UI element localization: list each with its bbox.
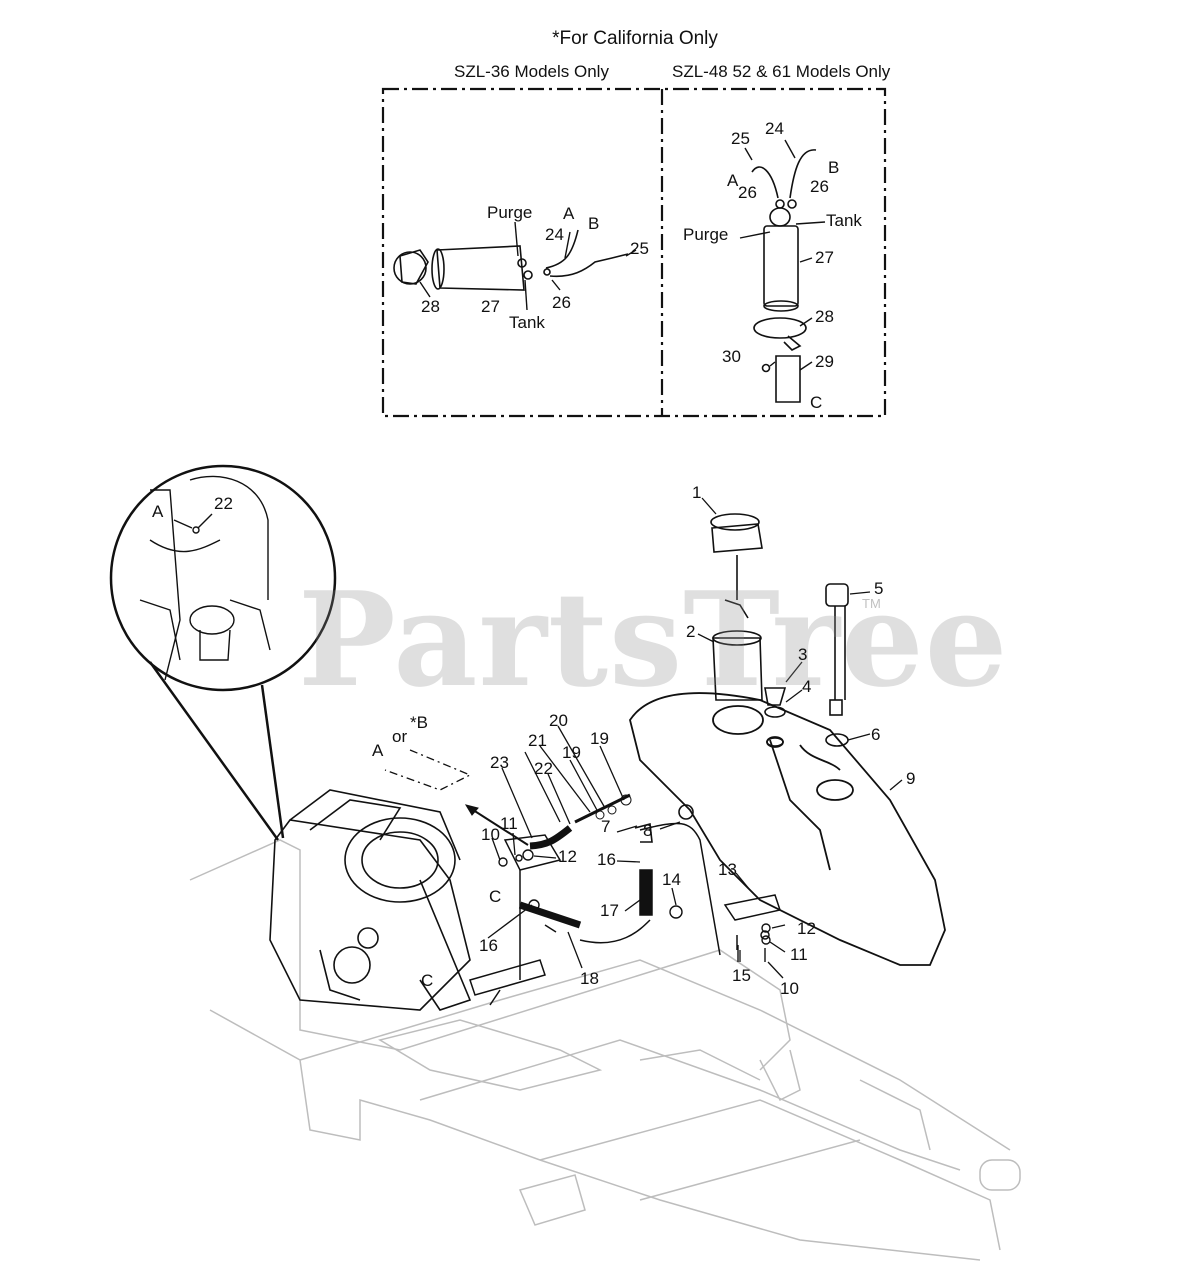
left-purge-label: Purge [487, 203, 533, 222]
connection-c-upper: C [489, 887, 502, 906]
left-tank-label: Tank [509, 313, 545, 332]
callout-11-right: 11 [790, 945, 808, 964]
callout-10-left: 10 [481, 825, 500, 844]
callout-18: 18 [580, 969, 599, 988]
callout-14: 14 [662, 870, 681, 889]
left-callout-25: 25 [630, 239, 649, 258]
mower-frame [189, 839, 1021, 1261]
right-callout-26-a: 26 [738, 183, 757, 202]
right-canister [751, 149, 817, 403]
callout-11-left: 11 [500, 814, 518, 833]
connection-or-label: or [392, 727, 408, 746]
right-callout-29: 29 [815, 352, 834, 371]
left-callout-27: 27 [481, 297, 500, 316]
left-callout-28: 28 [421, 297, 440, 316]
right-callout-27: 27 [815, 248, 834, 267]
callout-7: 7 [601, 817, 611, 836]
callout-16-lower: 16 [479, 936, 498, 955]
detail-a [109, 464, 337, 841]
connection-a-label: A [372, 741, 384, 760]
left-canister [393, 229, 629, 291]
right-callout-24: 24 [765, 119, 784, 138]
callout-8: 8 [643, 821, 653, 840]
left-b-label: B [588, 214, 600, 233]
callout-12-right: 12 [797, 919, 816, 938]
callout-20: 20 [549, 711, 568, 730]
callout-10-right: 10 [780, 979, 799, 998]
left-callout-26: 26 [552, 293, 571, 312]
detail-a-art [139, 475, 271, 681]
hardware [498, 849, 771, 962]
connection-c-lower: C [421, 971, 434, 990]
right-inset-leaders [739, 139, 826, 371]
right-purge-label: Purge [683, 225, 729, 244]
tank-components [634, 513, 849, 843]
connection-b-label: *B [410, 713, 428, 732]
trademark-mark: TM [862, 596, 881, 611]
callout-15: 15 [732, 966, 751, 985]
callout-22: 22 [534, 759, 553, 778]
callout-16-upper: 16 [597, 850, 616, 869]
callout-13: 13 [718, 860, 737, 879]
callout-9: 9 [906, 769, 916, 788]
right-callout-26-b: 26 [810, 177, 829, 196]
fuel-line [384, 749, 632, 850]
fuel-tank [629, 692, 946, 966]
detail-callout-22: 22 [214, 494, 233, 513]
callout-19-right: 19 [590, 729, 609, 748]
callout-5: 5 [874, 579, 884, 598]
left-panel-heading: SZL-36 Models Only [454, 62, 609, 81]
partstree-watermark: PartsTree [298, 563, 1009, 716]
engine [269, 789, 472, 1011]
right-callout-25: 25 [731, 129, 750, 148]
callout-2: 2 [686, 622, 696, 641]
main-leaders [487, 497, 903, 979]
callout-3: 3 [798, 645, 808, 664]
callout-6: 6 [871, 725, 881, 744]
callout-12-left: 12 [558, 847, 577, 866]
diagram-title: *For California Only [552, 28, 718, 49]
callout-19-left: 19 [562, 743, 581, 762]
left-inset-leaders [419, 221, 637, 311]
right-tank-label: Tank [826, 211, 862, 230]
right-c-label: C [810, 393, 823, 412]
right-b-label: B [828, 158, 840, 177]
right-panel-heading: SZL-48 52 & 61 Models Only [672, 62, 891, 81]
callout-4: 4 [802, 677, 812, 696]
right-a-label: A [727, 171, 739, 190]
callout-1: 1 [692, 483, 702, 502]
left-callout-24: 24 [545, 225, 564, 244]
right-callout-28: 28 [815, 307, 834, 326]
detail-a-label: A [152, 502, 164, 521]
left-a-label: A [563, 204, 575, 223]
right-callout-30: 30 [722, 347, 741, 366]
california-inset-frames [381, 87, 887, 418]
callout-23: 23 [490, 753, 509, 772]
callout-21: 21 [528, 731, 547, 750]
callout-17: 17 [600, 901, 619, 920]
